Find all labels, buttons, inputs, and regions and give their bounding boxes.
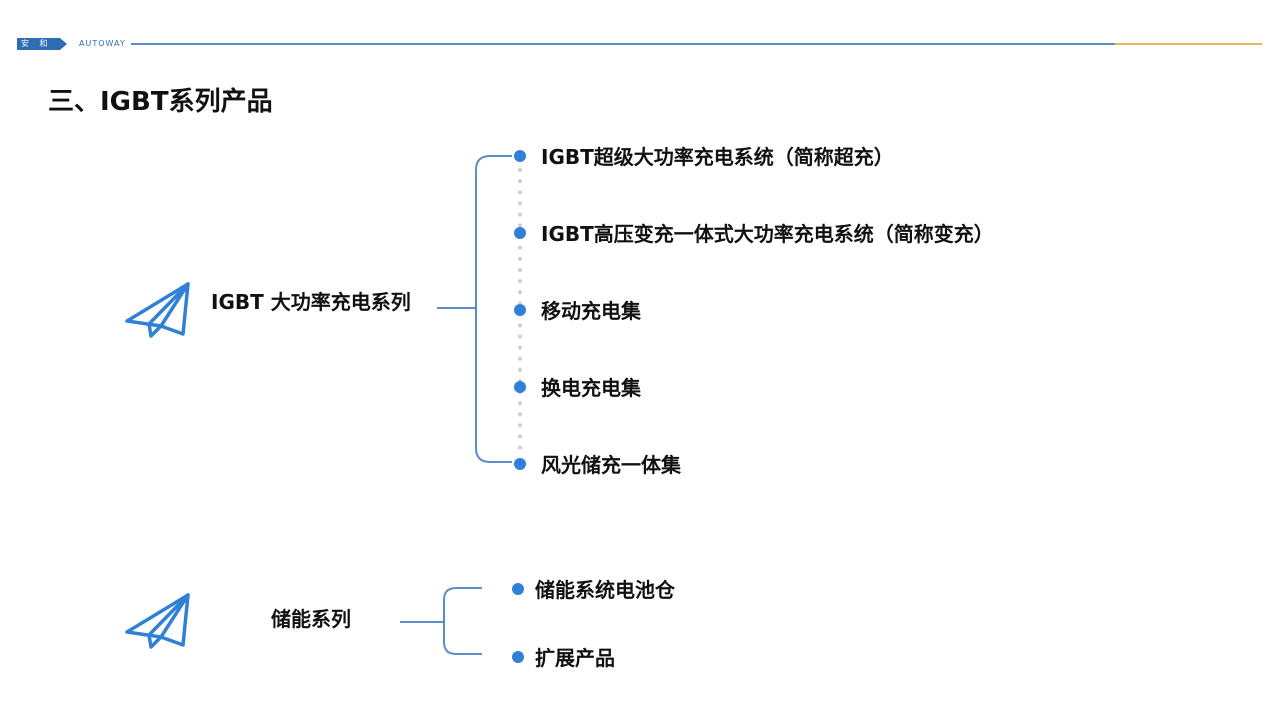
bullet-dot [512, 583, 524, 595]
paper-plane-icon [125, 282, 191, 338]
bullet-dot [514, 458, 526, 470]
bullet-dot [514, 304, 526, 316]
page-title: 三、IGBT系列产品 [48, 87, 273, 117]
brand-logo-tag: 安 和 威 [17, 38, 67, 50]
header-rule-blue [131, 43, 1115, 45]
group-1-brace-top [475, 155, 512, 308]
header-bar: 安 和 威 AUTOWAY [0, 0, 1279, 60]
group-1-brace-bottom [475, 308, 512, 463]
group-label-igbt-charging: IGBT 大功率充电系列 [211, 290, 411, 314]
header-rule-gold [1115, 43, 1262, 45]
bullet-dot [514, 150, 526, 162]
bullet-dot [512, 651, 524, 663]
bullet-dot [514, 381, 526, 393]
brand-name: AUTOWAY [79, 39, 126, 48]
paper-plane-icon [125, 593, 191, 649]
bullet-dot [514, 227, 526, 239]
group-label-energy-storage: 储能系列 [271, 607, 351, 631]
group-2-brace-bottom [443, 622, 482, 655]
group-2-brace-top [443, 587, 482, 622]
